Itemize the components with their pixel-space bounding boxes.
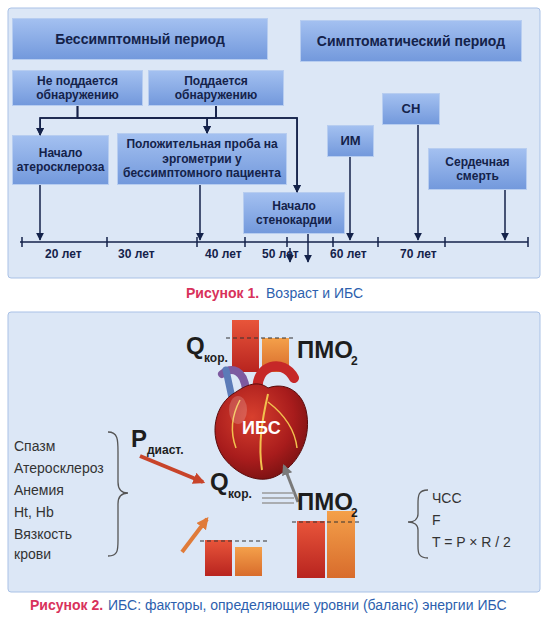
age-label: 40 лет bbox=[205, 247, 242, 261]
figure-caption: Возраст и ИБС bbox=[266, 285, 363, 301]
age-label: 60 лет bbox=[330, 247, 367, 261]
factor-item: ЧСС bbox=[432, 488, 462, 508]
box-text: Положительная проба на эргометрии у бесс… bbox=[121, 137, 283, 180]
event-box: Начало атеросклероза bbox=[12, 135, 109, 185]
event-box: Начало стенокардии bbox=[243, 192, 345, 234]
age-label: 20 лет bbox=[45, 247, 82, 261]
flow-connector bbox=[78, 106, 298, 192]
flow-connector bbox=[216, 106, 297, 192]
age-label: 30 лет bbox=[118, 247, 155, 261]
event-box: ИМ bbox=[327, 125, 374, 157]
box-text: ИМ bbox=[340, 133, 360, 149]
balance-bars bbox=[200, 511, 360, 578]
box-text: Не поддается обнаружению bbox=[16, 74, 139, 103]
figure-caption: ИБС: факторы, определяющие уровни (балан… bbox=[108, 597, 507, 613]
symbol-label: P bbox=[131, 425, 147, 453]
symbol-label: ПМО bbox=[297, 336, 353, 364]
bracket bbox=[108, 432, 128, 556]
heart-illustration bbox=[215, 366, 308, 479]
factor-item: Ht, Hb bbox=[14, 502, 54, 522]
figure-number: Рисунок 1. bbox=[186, 285, 259, 301]
detection-box: Не поддается обнаружению bbox=[12, 70, 143, 106]
figure-number: Рисунок 2. bbox=[30, 597, 103, 613]
age-label: 70 лет bbox=[400, 247, 437, 261]
box-text: Начало атеросклероза bbox=[16, 146, 105, 175]
box-text: Сердечная смерть bbox=[432, 155, 523, 184]
age-leader-arrows bbox=[40, 125, 505, 262]
box-text: Поддается обнаружению bbox=[152, 74, 280, 103]
event-box: Положительная проба на эргометрии у бесс… bbox=[117, 133, 287, 185]
symbol-subscript: кор. bbox=[204, 351, 228, 365]
detection-box: Поддается обнаружению bbox=[148, 70, 284, 106]
factor-item: Вязкость крови bbox=[14, 524, 94, 564]
flow-connector bbox=[207, 106, 216, 133]
event-box: Сердечная смерть bbox=[428, 148, 527, 190]
box-text: СН bbox=[402, 101, 421, 117]
event-box: СН bbox=[382, 93, 440, 125]
symbol-subscript: диаст. bbox=[147, 443, 184, 457]
symbol-subscript: 2 bbox=[351, 354, 358, 368]
bracket bbox=[408, 490, 428, 558]
flow-connector bbox=[40, 106, 216, 135]
factor-arrows bbox=[140, 456, 298, 552]
age-label: 50 лет bbox=[262, 247, 299, 261]
figure-panel bbox=[8, 8, 540, 278]
symbol-label: Q bbox=[210, 468, 229, 496]
symbol-label: ПМО bbox=[297, 488, 353, 516]
factor-item: Спазм bbox=[14, 436, 55, 456]
flow-connector bbox=[40, 106, 77, 135]
symbol-subscript: кор. bbox=[228, 487, 252, 501]
box-text: Симптоматический период bbox=[317, 33, 505, 50]
factor-item: Анемия bbox=[14, 480, 64, 500]
period-box: Симптоматический период bbox=[300, 20, 522, 62]
factor-item: T = P × R / 2 bbox=[432, 532, 511, 552]
period-box: Бессимптомный период bbox=[12, 18, 268, 60]
figure-panel bbox=[8, 312, 540, 592]
box-text: Бессимптомный период bbox=[55, 31, 225, 48]
factor-item: Атеросклероз bbox=[14, 458, 104, 478]
flow-connector bbox=[78, 106, 208, 133]
box-text: Начало стенокардии bbox=[247, 199, 341, 228]
heart-label: ИБС bbox=[242, 418, 281, 439]
symbol-subscript: 2 bbox=[351, 506, 358, 520]
factor-item: F bbox=[432, 510, 441, 530]
symbol-label: Q bbox=[186, 332, 205, 360]
age-axis bbox=[20, 237, 528, 247]
